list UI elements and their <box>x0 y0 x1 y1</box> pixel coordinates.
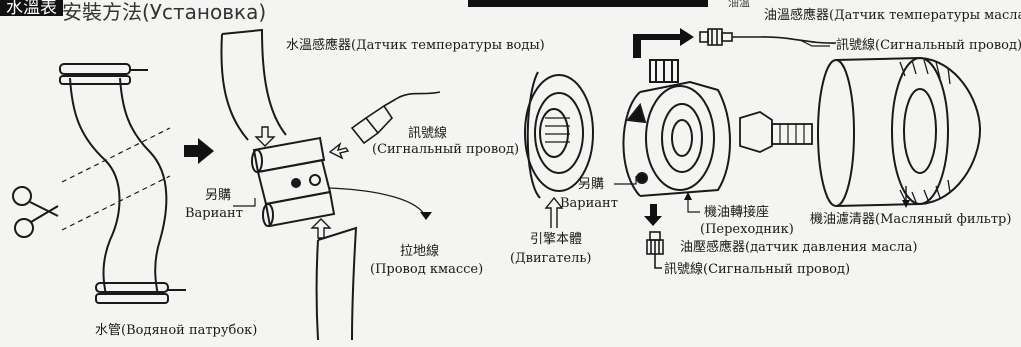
up-arrow-icon <box>310 218 332 239</box>
oil-filter <box>817 56 982 207</box>
water-temp-adapter <box>251 136 336 228</box>
engine-ru-label: (Двигатель) <box>510 251 592 266</box>
variant-2-ru-label: Вариант <box>560 196 618 211</box>
left-arrow-icon <box>328 141 350 160</box>
oil-temp-arrow-icon <box>633 28 694 58</box>
up-arrow-icon <box>544 196 564 228</box>
oil-pressure-sensor-label: 油壓感應器(датчик давления масла) <box>680 240 918 255</box>
adapter-label: 機油轉接座 <box>704 205 770 220</box>
section-title: 安裝方法(Установка) <box>62 0 267 24</box>
down-arrow-icon <box>254 126 276 147</box>
ground-wire-label: 拉地線 <box>400 244 440 259</box>
oil-temp-sensor-label: 油溫感應器(Датчик температуры масла) <box>764 8 1021 23</box>
direction-arrow-icon <box>184 138 214 164</box>
variant-2-label: 另購 <box>578 177 605 192</box>
split-hose-top <box>220 28 287 141</box>
split-hose-bottom <box>315 226 358 341</box>
signal-wire-1-ru-label: (Сигнальный провод) <box>372 142 520 157</box>
signal-wire-2-label: 訊號線(Сигнальный провод) <box>836 38 1021 53</box>
oil-temp-sensor <box>699 28 837 46</box>
water-temp-sensor <box>350 91 441 145</box>
variant-1-ru-label: Вариант <box>185 206 243 221</box>
down-arrow-icon <box>902 186 910 208</box>
engine-block <box>524 71 594 199</box>
center-bolt <box>739 111 813 153</box>
water-pipe-label: 水管(Водяной патрубок) <box>95 323 258 338</box>
oil-pressure-sensor <box>646 231 664 269</box>
header-bar <box>468 0 708 7</box>
oil-filter-adapter <box>622 59 731 197</box>
scissors-icon <box>12 186 59 238</box>
engine-label: 引擎本體 <box>530 232 583 247</box>
section-title-badge: 水溫表 <box>0 0 63 17</box>
water-sensor-label: 水溫感應器(Датчик температуры воды) <box>286 38 545 53</box>
oil-filter-label: 機油濾清器(Масляный фильтр) <box>810 212 1012 227</box>
ground-wire-ru-label: (Провод кмассе) <box>370 262 484 277</box>
cropped-heading: 油溫 <box>728 0 750 9</box>
down-arrow-icon <box>644 204 662 226</box>
water-hose <box>59 63 186 304</box>
adapter-ru-label: (Переходник) <box>700 222 794 237</box>
variant-1-label: 另購 <box>205 188 232 203</box>
signal-wire-1-label: 訊號線 <box>408 126 448 141</box>
signal-wire-3-label: 訊號線(Сигнальный провод) <box>664 262 851 277</box>
